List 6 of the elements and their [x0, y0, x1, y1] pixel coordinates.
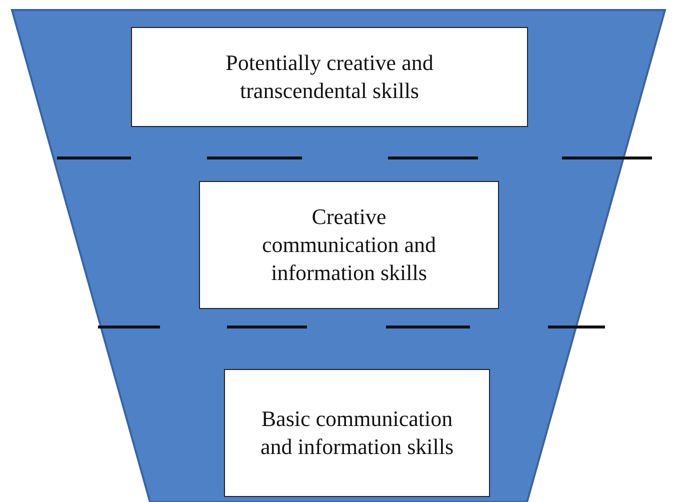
skill-label: Potentially creative and transcendental skills [224, 49, 434, 105]
skill-label: Basic communication and information skills [259, 405, 455, 461]
skill-label: Creative communication and information skills [260, 203, 438, 287]
skill-box [199, 181, 499, 309]
skill-box [224, 369, 490, 497]
skill-box [131, 27, 528, 127]
